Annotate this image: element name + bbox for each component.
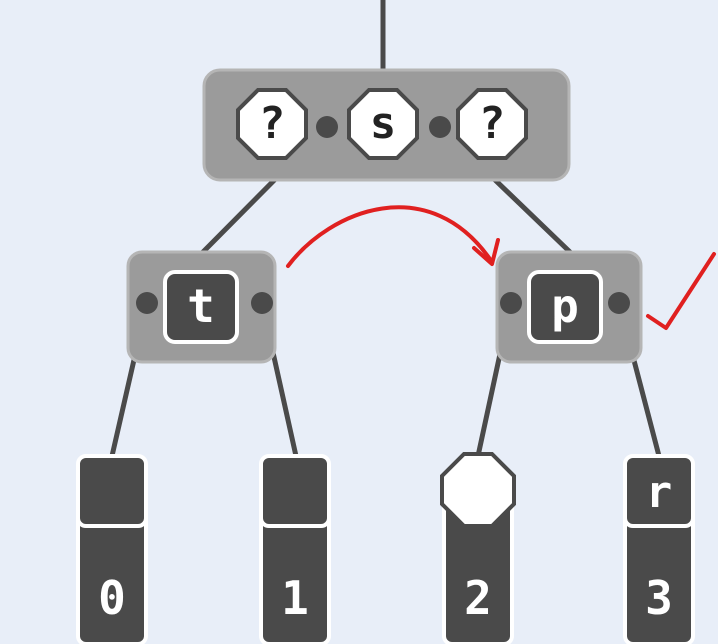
right-child-pointer-right xyxy=(608,292,630,314)
leaf-3-top-label: r xyxy=(646,467,673,518)
left-child-node: t xyxy=(126,250,277,364)
annotations xyxy=(286,205,716,330)
leaf-1-top-box xyxy=(259,454,331,528)
leaf-2-index-label: 2 xyxy=(464,571,492,625)
left-child-pointer-right xyxy=(251,292,273,314)
move-arrow-head xyxy=(472,238,500,266)
right-child-pointer-left xyxy=(500,292,522,314)
root-pointer-left xyxy=(316,116,338,138)
leaf-2-empty-octagon xyxy=(440,452,516,528)
root-left-key-octagon xyxy=(236,88,308,160)
leaf-1-index-label: 1 xyxy=(281,571,309,625)
leaf-1: 1 xyxy=(259,454,331,644)
right-child-key: p xyxy=(551,279,579,333)
root-left-key: ? xyxy=(259,98,286,149)
leaf-0-index-label: 0 xyxy=(98,571,126,625)
root-middle-key: s xyxy=(370,98,397,149)
right-child-key-box xyxy=(527,270,603,344)
left-child-key: t xyxy=(187,279,215,333)
tree-edges xyxy=(109,0,662,459)
leaf-0-top-box xyxy=(76,454,148,528)
root-middle-key-octagon xyxy=(347,88,419,160)
root-pointer-right xyxy=(429,116,451,138)
check-mark xyxy=(646,252,716,330)
leaf-3-index-label: 3 xyxy=(645,571,673,625)
leaf-2: 2 xyxy=(440,452,516,644)
leaf-3: r 3 xyxy=(623,454,695,644)
root-right-key-octagon xyxy=(456,88,528,160)
root-right-key: ? xyxy=(479,98,506,149)
leaf-0: 0 xyxy=(76,454,148,644)
right-child-node: p xyxy=(495,250,643,364)
left-child-key-box xyxy=(163,270,239,344)
move-arrow-curve xyxy=(286,205,494,268)
root-node: ? s ? xyxy=(202,68,571,182)
left-child-pointer-left xyxy=(136,292,158,314)
leaf-3-top-box xyxy=(623,454,695,528)
